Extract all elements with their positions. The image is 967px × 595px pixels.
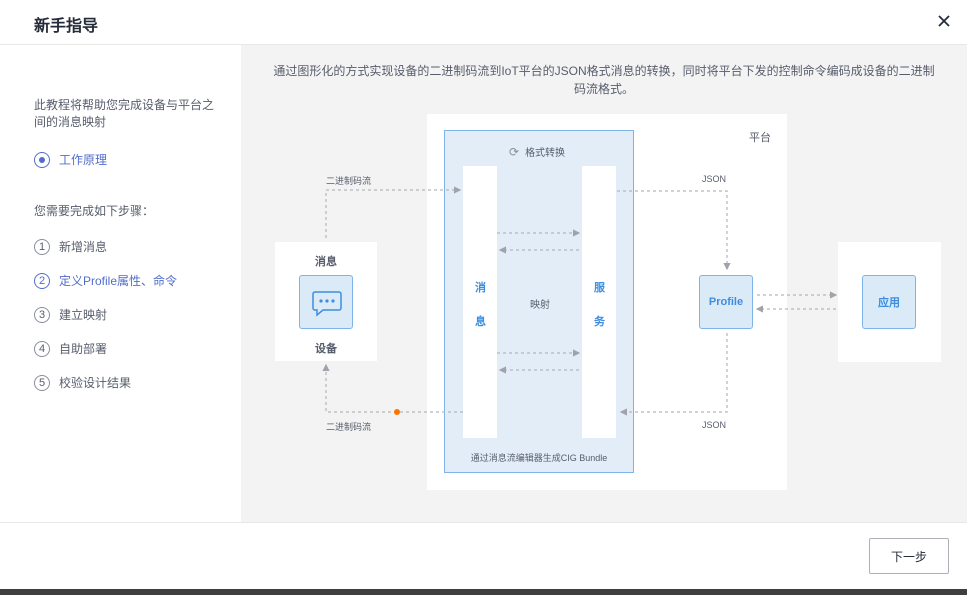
step-label: 自助部署	[59, 342, 108, 356]
json-label-top: JSON	[702, 174, 727, 184]
message-column	[463, 166, 497, 438]
format-conversion-text: 格式转换	[525, 148, 566, 159]
step-number: 3	[34, 306, 50, 323]
service-col-char-1: 服	[594, 282, 605, 294]
device-message-label: 消息	[315, 256, 337, 268]
highlight-dot	[394, 409, 400, 415]
dialog-title: 新手指导	[34, 18, 99, 35]
binary-stream-label-bottom: 二进制码流	[326, 422, 372, 432]
step-item-2[interactable]: 2 定义Profile属性、命令	[34, 272, 177, 289]
step-label: 新增消息	[59, 240, 108, 254]
next-button[interactable]: 下一步	[869, 538, 949, 574]
dialog-footer	[0, 522, 967, 589]
principle-description: 通过图形化的方式实现设备的二进制码流到IoT平台的JSON格式消息的转换，同时将…	[273, 64, 935, 96]
bottom-bar	[0, 589, 967, 595]
radio-selected-icon	[34, 151, 50, 168]
steps-sidebar: 此教程将帮助您完成设备与平台之间的消息映射 工作原理 您需要完成如下步骤： 1 …	[0, 45, 241, 522]
close-icon[interactable]	[934, 11, 954, 31]
intro-text: 此教程将帮助您完成设备与平台之间的消息映射	[34, 98, 215, 129]
principle-label: 工作原理	[59, 153, 108, 167]
message-bubble-icon[interactable]	[299, 275, 353, 329]
dialog-header: 新手指导	[0, 0, 967, 45]
binary-stream-label-top: 二进制码流	[326, 176, 372, 186]
step-label: 建立映射	[59, 308, 108, 322]
refresh-icon: ⟳	[509, 144, 520, 159]
step-label: 定义Profile属性、命令	[59, 274, 178, 288]
step-number: 2	[34, 272, 50, 289]
app-node[interactable]: 应用	[862, 275, 916, 329]
service-column	[582, 166, 616, 438]
format-conversion-label: ⟳ 格式转换	[509, 144, 566, 160]
step-item-1[interactable]: 1 新增消息	[34, 238, 107, 255]
message-col-char-1: 消	[475, 282, 486, 294]
message-flow-diagram: 平台 ⟳ 格式转换 消 息 服 务 映射 通过消息流编辑器生成CIG Bundl…	[241, 45, 967, 522]
step-number: 4	[34, 340, 50, 357]
service-col-char-2: 务	[594, 316, 605, 328]
step-item-4[interactable]: 4 自助部署	[34, 340, 107, 357]
principle-panel: 通过图形化的方式实现设备的二进制码流到IoT平台的JSON格式消息的转换，同时将…	[241, 45, 967, 522]
device-label: 设备	[315, 343, 337, 355]
step-item-5[interactable]: 5 校验设计结果	[34, 374, 131, 391]
principle-item[interactable]: 工作原理	[34, 151, 107, 168]
profile-node[interactable]: Profile	[699, 275, 753, 329]
bundle-label: 通过消息流编辑器生成CIG Bundle	[470, 453, 608, 463]
message-col-char-2: 息	[475, 316, 486, 328]
step-label: 校验设计结果	[59, 376, 132, 390]
steps-heading: 您需要完成如下步骤：	[34, 204, 155, 218]
json-label-bottom: JSON	[702, 420, 727, 430]
mapping-label: 映射	[530, 300, 550, 311]
step-item-3[interactable]: 3 建立映射	[34, 306, 107, 323]
platform-label: 平台	[749, 132, 771, 144]
step-number: 1	[34, 238, 50, 255]
step-number: 5	[34, 374, 50, 391]
